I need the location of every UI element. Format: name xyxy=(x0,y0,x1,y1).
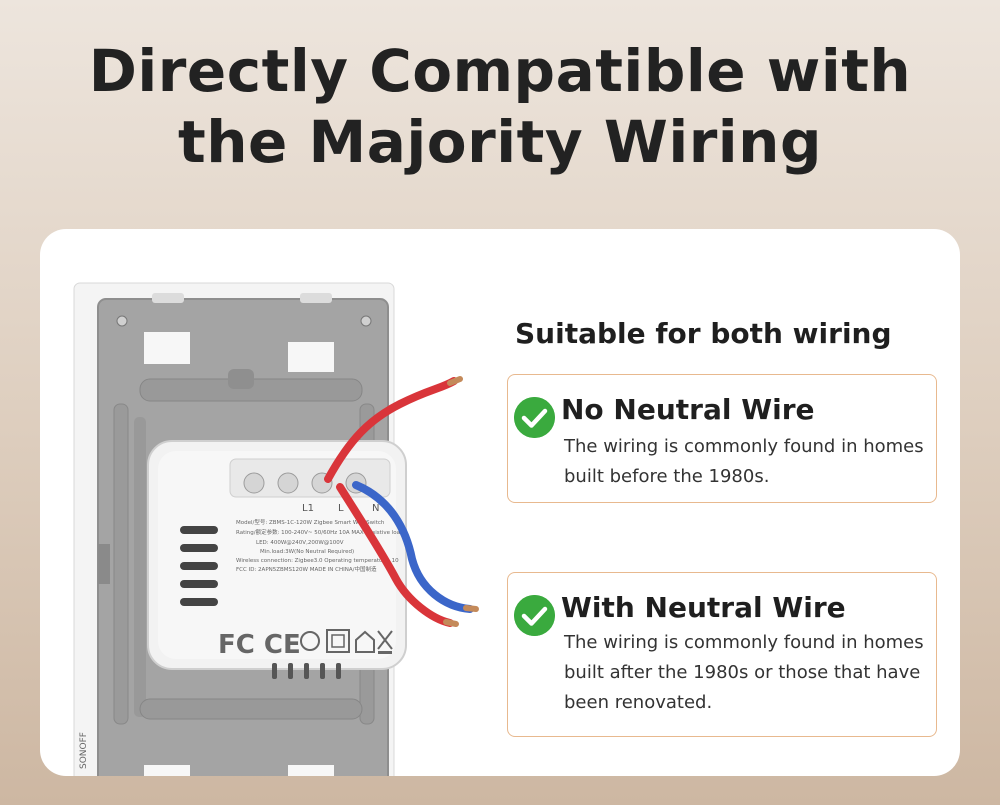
option-description: The wiring is commonly found in homes bu… xyxy=(564,436,924,487)
brand-mark: SONOFF xyxy=(79,732,89,769)
headline-line-2: the Majority Wiring xyxy=(178,108,822,176)
option-description: The wiring is commonly found in homes bu… xyxy=(564,632,924,713)
headline-line-1: Directly Compatible with xyxy=(88,37,912,105)
device-label-line-6: FCC ID: 2APN5ZBMS120W MADE IN CHINA/中国制造 xyxy=(236,565,377,573)
option-title: No Neutral Wire xyxy=(561,393,815,426)
device-label-line-5: Wireless connection: Zigbee3.0 Operating… xyxy=(236,558,399,564)
red-wire-bottom xyxy=(336,483,454,627)
switch-device-illustration: L1 L N Model/型号: ZBMS-1C-120W Zigbee Sma… xyxy=(73,282,479,776)
content-card: L1 L N Model/型号: ZBMS-1C-120W Zigbee Sma… xyxy=(40,229,960,776)
device-label-line-1: Model/型号: ZBMS-1C-120W Zigbee Smart Wall… xyxy=(236,518,385,526)
option-card-no-neutral: No Neutral Wire The wiring is commonly f… xyxy=(507,374,937,503)
device-label-line-3: LED: 400W@240V,200W@100V xyxy=(256,540,344,546)
device-label-line-4: Min.load:3W(No Neutral Required) xyxy=(260,549,354,555)
headline: Directly Compatible with the Majority Wi… xyxy=(0,36,1000,178)
option-card-with-neutral: With Neutral Wire The wiring is commonly… xyxy=(507,572,937,737)
terminal-label-n: N xyxy=(372,503,379,514)
terminal-label-l: L xyxy=(338,503,344,514)
cert-marks: FC CE xyxy=(218,630,301,660)
device-label-line-2: Rating/额定参数: 100-240V~ 50/60Hz 10A MAX R… xyxy=(236,528,404,536)
wiring-panel-title: Suitable for both wiring xyxy=(515,317,892,350)
blue-wire xyxy=(352,481,474,613)
terminal-label-l1: L1 xyxy=(302,503,314,514)
red-wire-top xyxy=(324,377,458,483)
option-title: With Neutral Wire xyxy=(561,591,846,624)
check-circle-icon xyxy=(514,595,555,636)
check-circle-icon xyxy=(514,397,555,438)
